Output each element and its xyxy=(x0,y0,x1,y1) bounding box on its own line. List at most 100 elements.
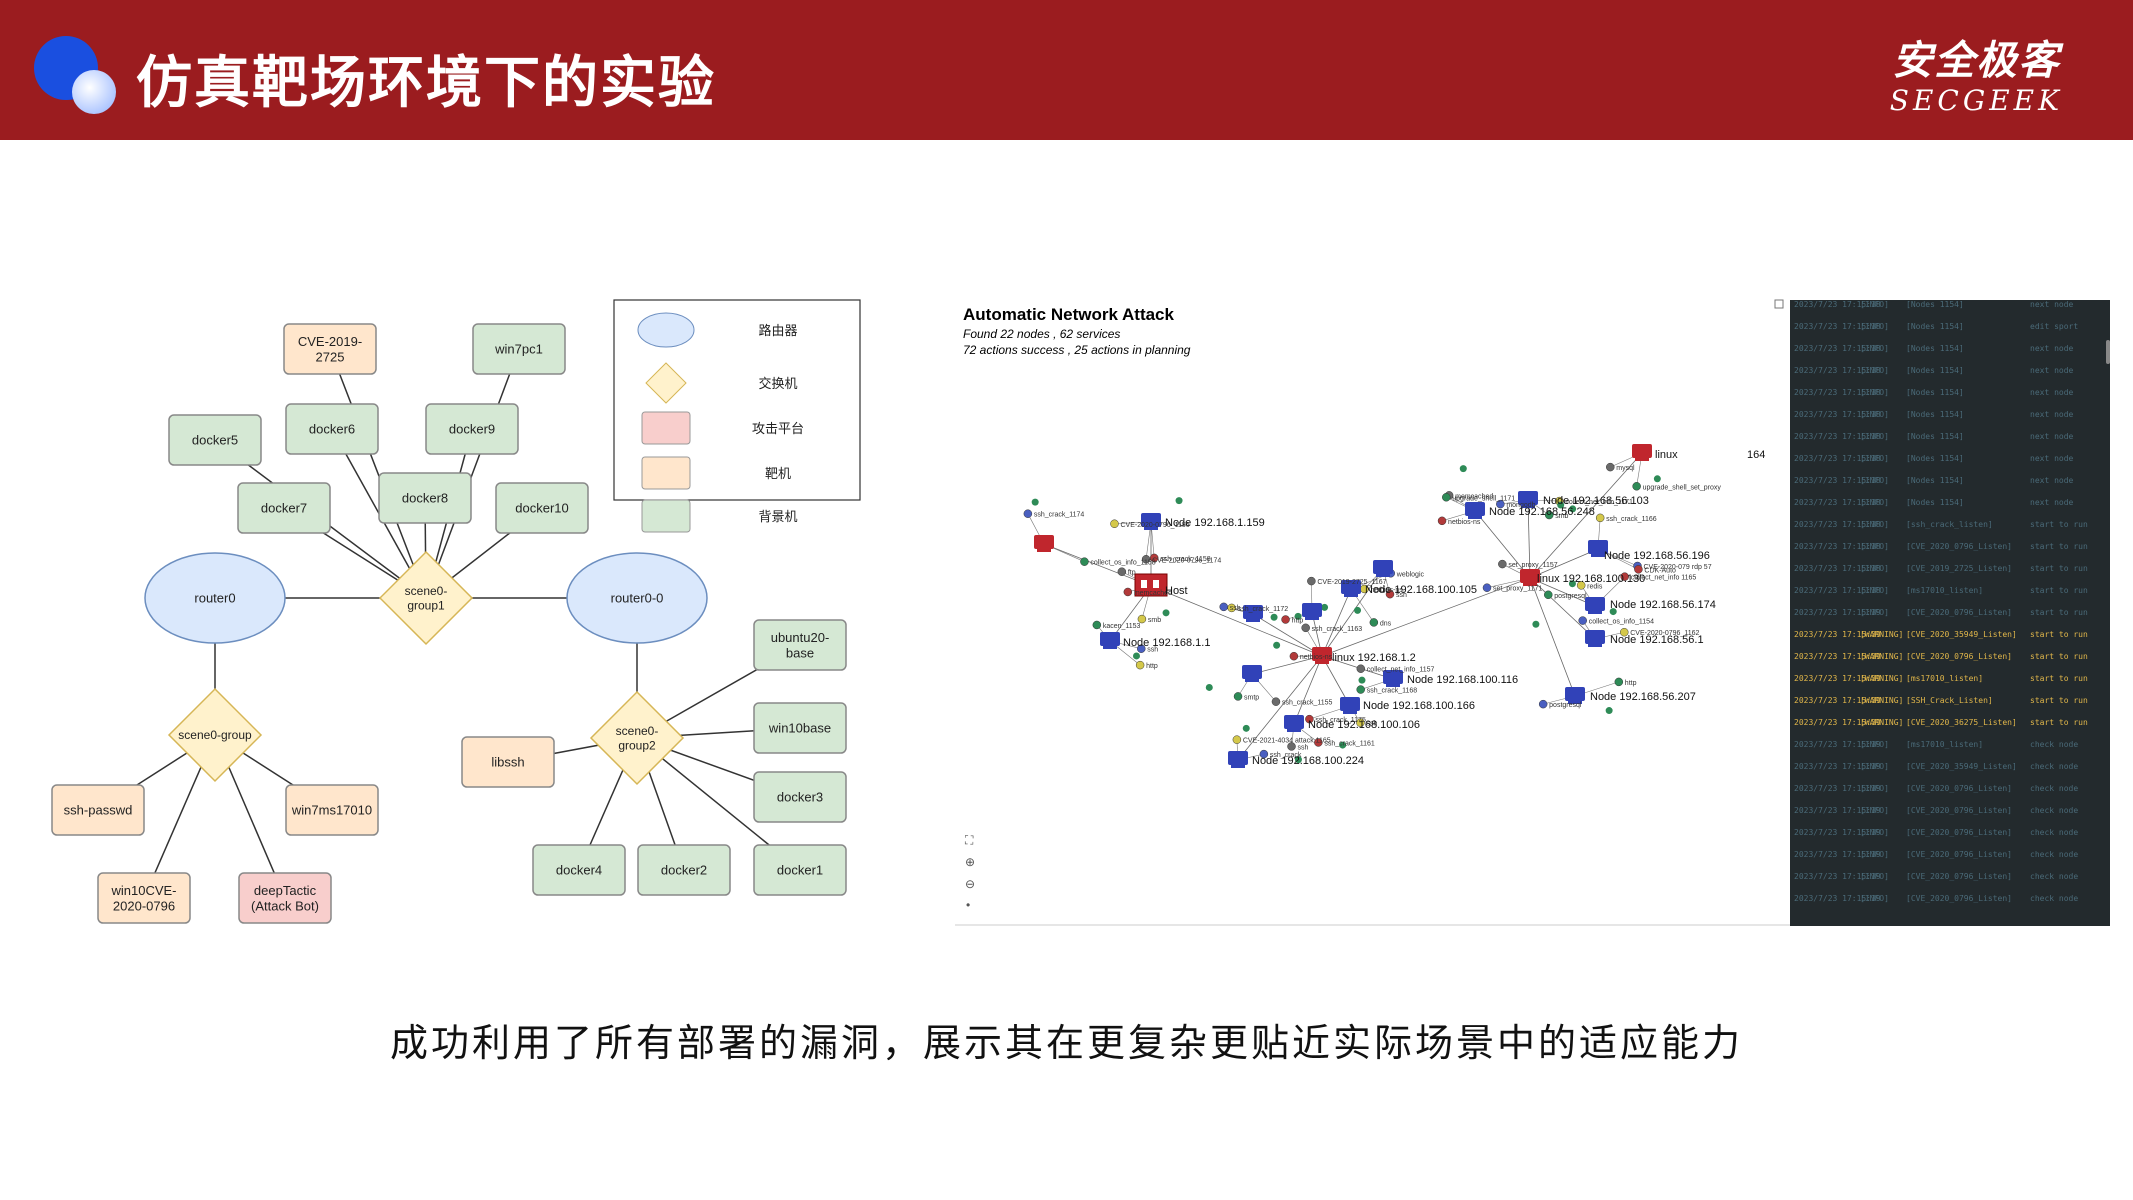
topology-node-router00[interactable]: router0-0 xyxy=(566,552,708,644)
topology-node-docker8[interactable]: docker8 xyxy=(378,472,472,524)
service-dot[interactable] xyxy=(1576,581,1586,590)
attack-log-terminal[interactable]: 2023/7/23 17:15:38[INFO][Nodes 1154]next… xyxy=(1790,300,2110,926)
service-dot[interactable] xyxy=(1356,718,1365,727)
service-dot[interactable] xyxy=(1289,651,1299,661)
topology-node-docker10[interactable]: docker10 xyxy=(495,482,589,534)
host-computer-icon[interactable] xyxy=(1141,513,1161,530)
fit-view-icon[interactable]: ⛶ xyxy=(964,833,974,847)
host-computer-icon[interactable] xyxy=(1034,535,1054,552)
topology-node-docker5[interactable]: docker5 xyxy=(168,414,262,466)
service-dot[interactable] xyxy=(1271,697,1281,706)
topology-node-win10base[interactable]: win10base xyxy=(753,702,847,754)
service-dot[interactable] xyxy=(1498,559,1507,569)
host-computer-icon[interactable] xyxy=(1588,540,1608,557)
service-dot[interactable] xyxy=(1620,572,1629,581)
service-dot[interactable] xyxy=(1459,465,1467,473)
host-computer-icon[interactable] xyxy=(1284,715,1304,732)
service-dot[interactable] xyxy=(1270,613,1278,621)
host-computer-icon[interactable] xyxy=(1228,751,1248,768)
host-computer-icon[interactable] xyxy=(1465,502,1485,519)
host-computer-icon[interactable] xyxy=(1302,603,1322,620)
topology-node-router0[interactable]: router0 xyxy=(144,552,286,644)
service-dot[interactable] xyxy=(1356,664,1366,673)
host-computer-icon[interactable] xyxy=(1243,605,1263,622)
service-dot[interactable] xyxy=(1339,741,1347,749)
service-dot[interactable] xyxy=(1314,738,1323,747)
service-dot[interactable] xyxy=(1634,565,1643,574)
service-dot[interactable] xyxy=(1595,513,1605,523)
service-dot[interactable] xyxy=(1135,660,1145,670)
host-computer-icon[interactable] xyxy=(1565,687,1585,704)
topology-node-win7pc1[interactable]: win7pc1 xyxy=(472,323,566,375)
service-dot[interactable] xyxy=(1162,609,1170,617)
host-computer-icon[interactable] xyxy=(1341,580,1361,597)
service-dot[interactable] xyxy=(1437,516,1447,526)
service-dot[interactable] xyxy=(1092,620,1102,630)
host-computer-icon[interactable] xyxy=(1100,632,1120,649)
service-dot[interactable] xyxy=(1321,603,1329,611)
topology-node-ubuntu20base[interactable]: ubuntu20-base xyxy=(753,619,847,671)
host-computer-icon[interactable] xyxy=(1134,573,1168,597)
service-dot[interactable] xyxy=(1141,555,1151,564)
host-computer-icon[interactable] xyxy=(1242,665,1262,682)
host-computer-icon[interactable] xyxy=(1383,670,1403,687)
topology-node-deeptactic[interactable]: deepTactic(Attack Bot) xyxy=(238,872,332,924)
service-dot[interactable] xyxy=(1385,589,1395,599)
service-dot[interactable] xyxy=(1538,699,1548,709)
topology-node-docker1[interactable]: docker1 xyxy=(753,844,847,896)
service-dot[interactable] xyxy=(1369,618,1379,627)
topology-node-docker3[interactable]: docker3 xyxy=(753,771,847,823)
service-dot[interactable] xyxy=(1273,641,1281,649)
service-dot[interactable] xyxy=(1287,742,1296,751)
host-computer-icon[interactable] xyxy=(1632,444,1652,461)
host-computer-icon[interactable] xyxy=(1373,560,1393,577)
service-dot[interactable] xyxy=(1632,482,1641,491)
service-dot[interactable] xyxy=(1619,627,1629,637)
zoom-out-icon[interactable]: ⊖ xyxy=(965,877,975,891)
service-dot[interactable] xyxy=(1294,756,1302,764)
host-computer-icon[interactable] xyxy=(1585,597,1605,614)
service-dot[interactable] xyxy=(1606,462,1615,472)
host-computer-icon[interactable] xyxy=(1312,647,1332,664)
topology-node-libssh[interactable]: libssh xyxy=(461,736,555,788)
topology-node-cve2019[interactable]: CVE-2019-2725 xyxy=(283,323,377,375)
topology-node-scene0group2[interactable]: scene0-group2 xyxy=(589,690,685,786)
topology-node-sshpasswd[interactable]: ssh-passwd xyxy=(51,784,145,836)
topology-node-docker9[interactable]: docker9 xyxy=(425,403,519,455)
topology-node-scene0group1[interactable]: scene0-group1 xyxy=(378,550,474,646)
service-dot[interactable] xyxy=(1614,677,1624,687)
service-dot[interactable] xyxy=(1301,623,1310,633)
service-dot[interactable] xyxy=(1023,509,1033,518)
topology-node-docker7[interactable]: docker7 xyxy=(237,482,331,534)
service-dot[interactable] xyxy=(1259,749,1269,759)
service-dot[interactable] xyxy=(1358,676,1366,684)
service-dot[interactable] xyxy=(1137,644,1146,653)
topology-node-docker6[interactable]: docker6 xyxy=(285,403,379,455)
service-dot[interactable] xyxy=(1609,608,1617,616)
service-dot[interactable] xyxy=(1568,580,1576,588)
topology-node-scene0group[interactable]: scene0-group xyxy=(167,687,263,783)
host-computer-icon[interactable] xyxy=(1520,569,1540,586)
service-dot[interactable] xyxy=(1305,714,1314,724)
service-dot[interactable] xyxy=(1557,501,1565,509)
service-dot[interactable] xyxy=(1281,615,1290,624)
host-computer-icon[interactable] xyxy=(1518,491,1538,508)
service-dot[interactable] xyxy=(1132,652,1140,660)
service-dot[interactable] xyxy=(1496,499,1505,509)
service-dot[interactable] xyxy=(1205,683,1213,691)
service-dot[interactable] xyxy=(1123,587,1133,597)
service-dot[interactable] xyxy=(1242,724,1250,732)
service-dot[interactable] xyxy=(1356,685,1365,694)
service-dot[interactable] xyxy=(1653,475,1661,483)
service-dot[interactable] xyxy=(1544,510,1554,520)
service-dot[interactable] xyxy=(1219,602,1228,612)
service-dot[interactable] xyxy=(1232,735,1242,744)
reset-view-icon[interactable]: • xyxy=(966,898,970,912)
service-dot[interactable] xyxy=(1532,620,1540,628)
service-dot[interactable] xyxy=(1442,493,1451,502)
service-dot[interactable] xyxy=(1233,692,1243,701)
terminal-scrollbar[interactable] xyxy=(2106,340,2110,364)
service-dot[interactable] xyxy=(1544,590,1553,600)
service-dot[interactable] xyxy=(1307,576,1316,586)
service-dot[interactable] xyxy=(1605,707,1613,715)
